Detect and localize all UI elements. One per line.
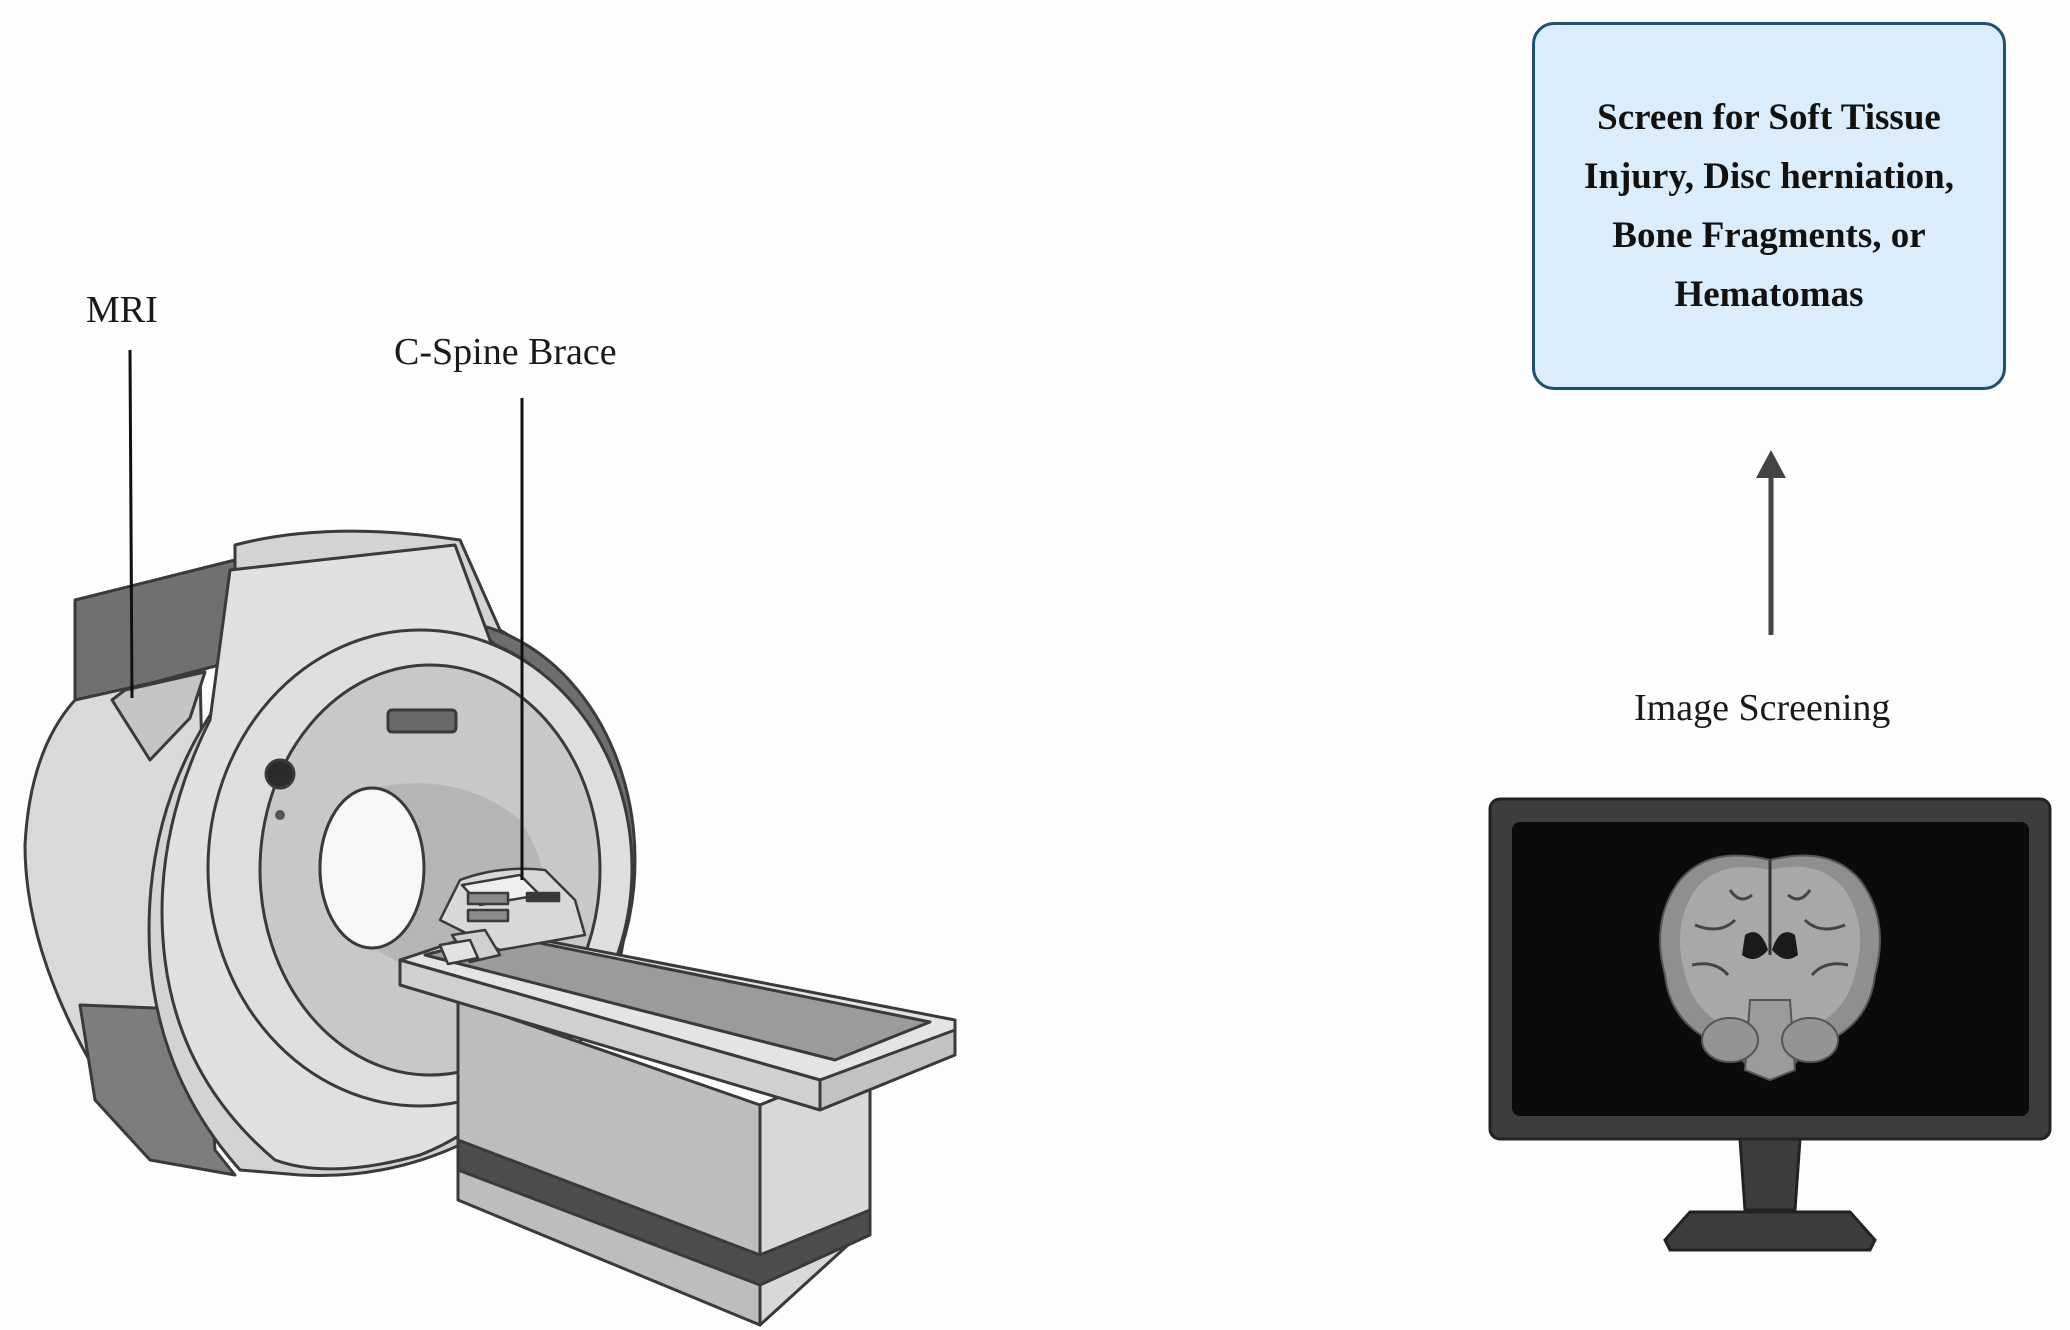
patient-table-illustration <box>398 928 957 1327</box>
image-screening-label: Image Screening <box>1634 687 1891 729</box>
c-spine-brace-label: C-Spine Brace <box>394 331 617 373</box>
up-arrow-icon <box>1756 450 1786 635</box>
brain-scan-image <box>1659 854 1881 1082</box>
screening-result-box: Screen for Soft Tissue Injury, Disc hern… <box>1532 22 2006 390</box>
mri-leader-line <box>128 349 134 699</box>
screening-result-text: Screen for Soft Tissue Injury, Disc hern… <box>1583 97 1955 315</box>
mri-label: MRI <box>86 289 158 331</box>
cervical-brace-illustration <box>438 867 587 966</box>
